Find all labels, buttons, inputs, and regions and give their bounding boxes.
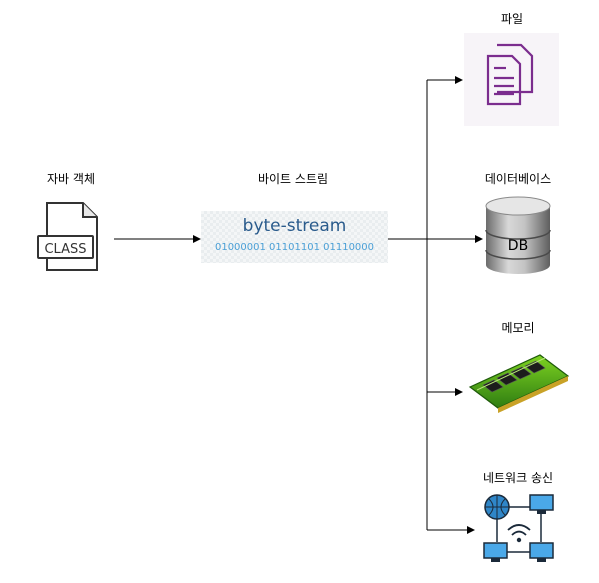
documents-icon <box>486 43 534 106</box>
target-label-memory: 메모리 <box>501 321 535 335</box>
byte-stream-box: byte-stream 01000001 01101101 01110000 <box>201 211 388 263</box>
target-label-file: 파일 <box>500 12 524 26</box>
connectors <box>114 76 483 534</box>
target-label-database: 데이터베이스 <box>484 172 552 186</box>
stream-label: 바이트 스트림 <box>257 172 329 186</box>
class-file-icon: CLASS <box>37 202 98 271</box>
database-icon-text: DB <box>508 238 528 254</box>
file-icon-background <box>464 33 559 126</box>
byte-stream-title: byte-stream <box>242 216 347 236</box>
target-label-network: 네트워크 송신 <box>482 471 554 485</box>
network-icon <box>483 494 554 562</box>
class-icon-text: CLASS <box>44 242 86 257</box>
source-label: 자바 객체 <box>47 172 95 186</box>
memory-module-icon <box>468 354 570 413</box>
database-icon: DB <box>485 196 551 274</box>
byte-stream-bits: 01000001 01101101 01110000 <box>214 242 375 253</box>
